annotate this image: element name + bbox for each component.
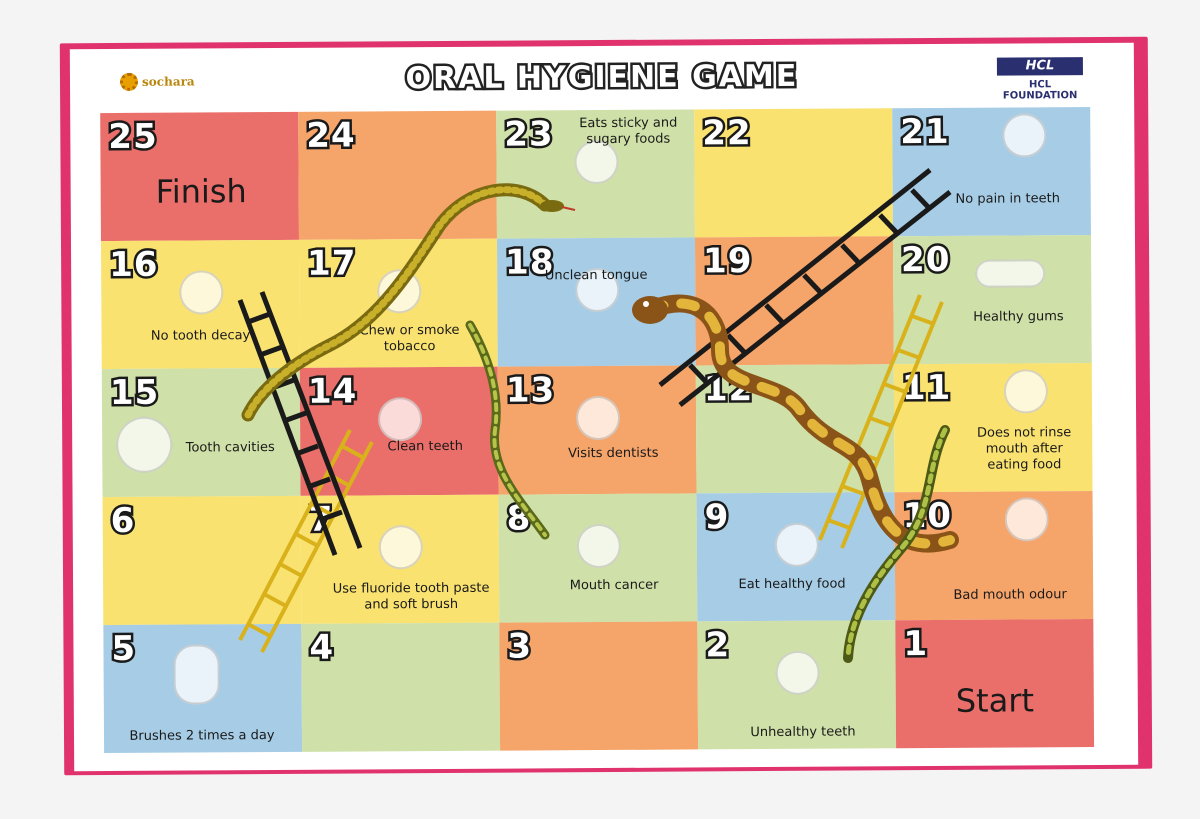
cell-number: 9 <box>702 495 732 540</box>
cell-label: Eat healthy food <box>738 576 846 593</box>
cell-label: Visits dentists <box>568 445 659 462</box>
child-eating-icon <box>774 522 819 567</box>
tobacco-icon <box>377 269 422 314</box>
cell-label: No pain in teeth <box>955 191 1061 207</box>
cell-label: Unclean tongue <box>544 267 648 284</box>
cell-number: 5 <box>109 626 139 671</box>
board-cell-23: 23 Eats sticky and sugary foods <box>496 109 695 239</box>
cell-label: Does not rinse mouth after eating food <box>976 425 1072 473</box>
board-cell-16: 16 No tooth decay <box>100 239 300 370</box>
cell-number: 3 <box>505 624 535 669</box>
cell-label: Chew or smoke tobacco <box>359 322 460 355</box>
board-cell-12: 12 <box>695 364 895 494</box>
cell-number: 24 <box>304 113 359 158</box>
board-cell-4: 4 <box>301 622 501 752</box>
cell-label: No tooth decay <box>150 328 251 344</box>
hcl-foundation-text: HCL FOUNDATION <box>1002 79 1078 102</box>
happy-tooth-icon <box>377 397 423 442</box>
finish-label: Finish <box>155 172 247 211</box>
board-cell-19: 19 <box>694 236 894 366</box>
cell-label: Eats sticky and sugary foods <box>579 115 678 148</box>
toothpaste-icon <box>378 525 423 570</box>
board-cell-3: 3 <box>499 621 699 751</box>
cell-number: 16 <box>107 242 162 287</box>
cell-label: Tooth cavities <box>185 440 275 456</box>
hcl-logo-mark: HCL <box>996 57 1083 76</box>
cell-number: 14 <box>305 369 360 414</box>
smile-icon <box>975 259 1046 288</box>
cell-number: 2 <box>703 623 733 668</box>
cell-number: 22 <box>700 111 755 156</box>
cell-label: Healthy gums <box>973 309 1064 325</box>
cell-number: 15 <box>107 370 162 415</box>
cell-number: 25 <box>106 114 161 159</box>
cell-label: Unhealthy teeth <box>750 724 856 741</box>
cell-label: Use fluoride tooth paste and soft brush <box>332 580 490 613</box>
cell-label: Clean teeth <box>387 438 464 455</box>
game-title: ORAL HYGIENE GAME <box>403 56 801 98</box>
cell-label: Bad mouth odour <box>953 587 1067 603</box>
board-cell-6: 6 <box>102 495 302 626</box>
game-board: sochara ORAL HYGIENE GAME HCL HCL FOUNDA… <box>69 42 1139 772</box>
cell-number: 4 <box>307 625 337 670</box>
cell-number: 8 <box>504 496 534 541</box>
cell-number: 10 <box>900 493 955 538</box>
cell-number: 17 <box>304 241 359 286</box>
cell-number: 1 <box>901 622 931 667</box>
cell-number: 21 <box>898 109 953 154</box>
cell-number: 13 <box>503 368 558 413</box>
boy-brushing-icon <box>173 644 220 705</box>
start-label: Start <box>955 681 1035 720</box>
board-cell-22: 22 <box>694 108 893 238</box>
cell-number: 23 <box>502 112 557 157</box>
happy-boy-icon <box>1002 113 1047 158</box>
couple-icon <box>1004 497 1049 542</box>
hcl-logo: HCL HCL FOUNDATION <box>990 57 1090 102</box>
sad-tooth-icon <box>116 416 173 473</box>
healthy-tooth-icon <box>179 270 224 315</box>
germ-tooth-icon <box>775 650 820 695</box>
board-cell-24: 24 <box>298 110 497 240</box>
cell-number: 12 <box>701 367 756 412</box>
cell-number: 11 <box>899 365 954 410</box>
woman-icon <box>1003 369 1049 414</box>
dentist-icon <box>575 395 621 441</box>
cell-number: 6 <box>108 498 138 543</box>
cell-label: Brushes 2 times a day <box>129 728 275 744</box>
cell-number: 19 <box>700 239 755 284</box>
cell-label: Mouth cancer <box>569 577 659 594</box>
cell-number: 20 <box>898 237 953 282</box>
open-mouth-icon <box>576 523 621 569</box>
cell-number: 7 <box>306 497 336 542</box>
board-cell-21: 21 No pain in teeth <box>892 107 1091 237</box>
